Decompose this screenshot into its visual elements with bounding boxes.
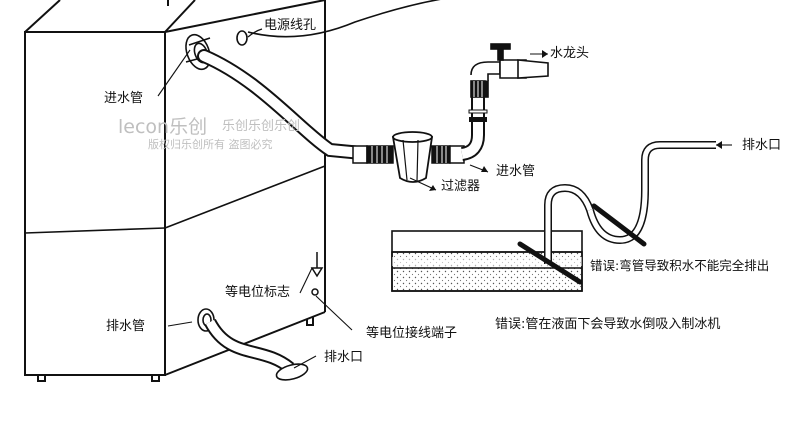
cross-mark-lower <box>517 241 583 285</box>
submerged-pipe-inner <box>545 185 593 264</box>
label-filter: 过滤器 <box>441 179 481 194</box>
faucet <box>470 43 549 98</box>
ubend-pipe-outer <box>586 141 716 245</box>
equipotential-symbol <box>310 252 324 296</box>
bottom-drain-hose-inner <box>206 319 293 372</box>
label-power-hole: 电源线孔 <box>264 18 317 33</box>
inlet-hose-inner <box>199 51 377 159</box>
label-equip-terminal: 等电位接线端子 <box>366 326 458 341</box>
label-drain-bottom: 排水口 <box>324 350 364 365</box>
label-drain-right: 排水口 <box>742 138 782 153</box>
right-hose-inner <box>461 92 483 159</box>
bottom-drain-outlet <box>275 363 309 381</box>
hose-rings <box>468 109 488 122</box>
label-error-bend: 错误:弯管导致积水不能完全排出 <box>590 258 770 273</box>
label-inlet-left: 进水管 <box>104 91 144 106</box>
label-error-submerged: 错误:管在液面下会导致水倒吸入制冰机 <box>495 317 721 332</box>
filter <box>391 131 434 183</box>
label-equip-mark: 等电位标志 <box>225 285 291 300</box>
watermark-line2: 版权归乐创所有 盗图必究 <box>148 138 273 151</box>
label-drain-pipe: 排水管 <box>106 319 146 334</box>
label-inlet-right: 进水管 <box>496 164 536 179</box>
watermark-brand: lecon乐创 <box>118 116 208 138</box>
power-hole <box>236 28 263 46</box>
right-connector <box>431 145 465 164</box>
ubend-pipe-inner <box>587 142 716 243</box>
cross-mark-upper <box>591 203 647 247</box>
label-faucet: 水龙头 <box>550 46 590 61</box>
left-connector <box>352 145 394 164</box>
leader-arrows <box>429 50 722 191</box>
watermark-line1: 乐创乐创乐创 <box>222 119 301 134</box>
drain-tank <box>391 230 583 292</box>
power-cord <box>247 0 441 38</box>
ice-machine-cabinet <box>24 0 326 382</box>
